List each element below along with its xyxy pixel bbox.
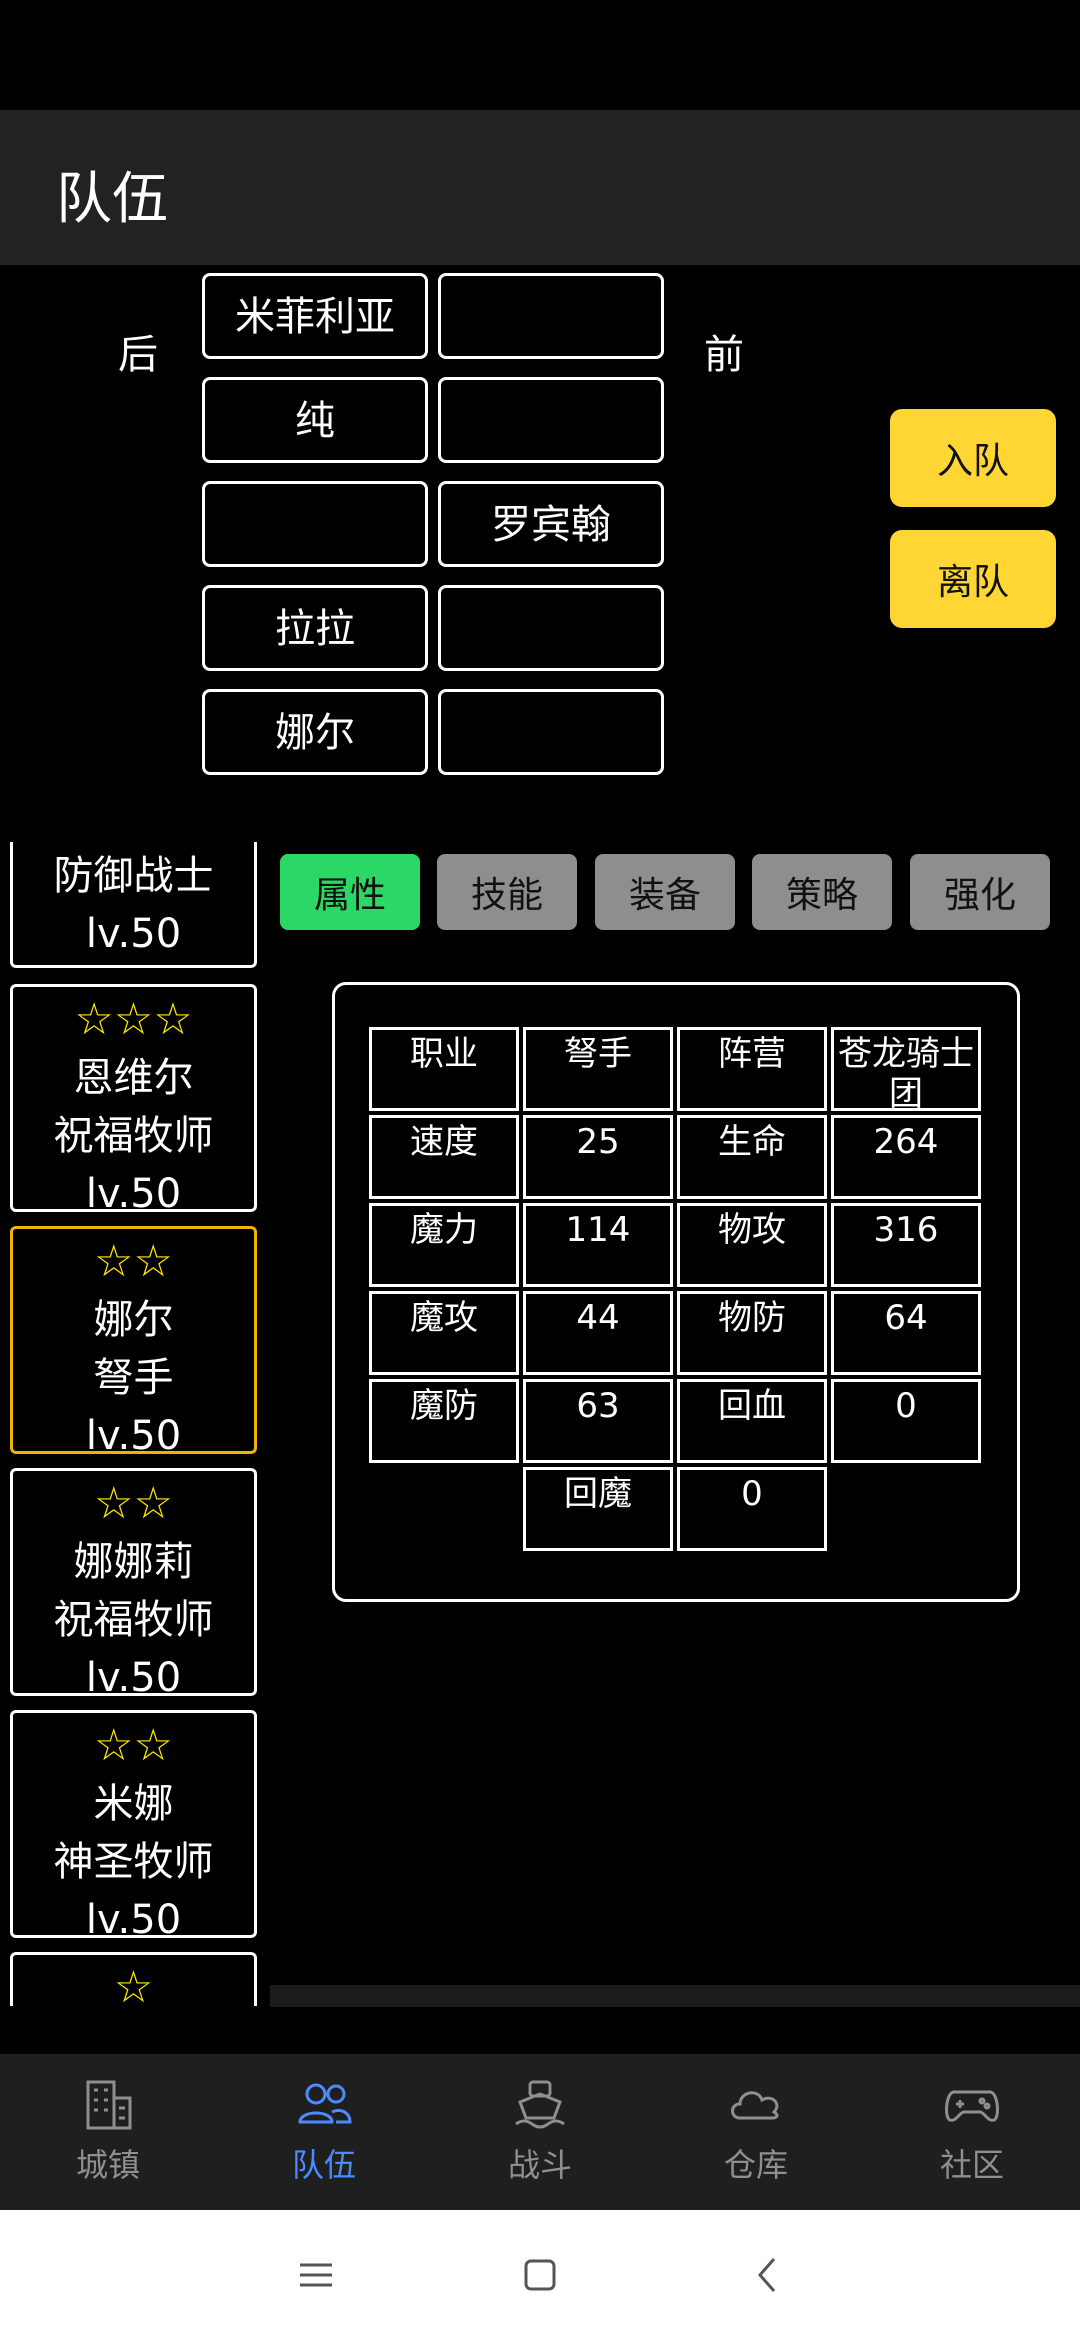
stat-value: 316: [831, 1203, 981, 1287]
stat-label: 回血: [677, 1379, 827, 1463]
page-title: 队伍: [56, 167, 168, 232]
back-row-label: 后: [118, 332, 158, 378]
roster-level: lv.50: [85, 1171, 182, 1217]
building-icon: [86, 2080, 132, 2130]
tab-equipment[interactable]: 装备: [595, 854, 735, 930]
stat-label: 速度: [369, 1115, 519, 1199]
tab-strategy[interactable]: 策略: [752, 854, 892, 930]
stat-value: 114: [523, 1203, 673, 1287]
nav-label: 仓库: [723, 2146, 788, 2184]
status-bar: [0, 0, 1080, 110]
tab-attributes[interactable]: 属性: [280, 854, 420, 930]
slot-back-4[interactable]: 拉拉: [202, 585, 428, 671]
nav-item-warehouse[interactable]: 仓库: [676, 2072, 836, 2192]
stat-value: 264: [831, 1115, 981, 1199]
nav-item-community[interactable]: 社区: [892, 2072, 1052, 2192]
back-chevron-icon[interactable]: [738, 2245, 798, 2305]
stat-label: 物防: [677, 1291, 827, 1375]
app-bar: 队伍: [0, 110, 1080, 265]
slot-back-3[interactable]: [202, 481, 428, 567]
star-rating: ☆☆: [94, 1478, 173, 1529]
roster-level: lv.50: [85, 1413, 182, 1459]
stat-value: 弩手: [523, 1027, 673, 1111]
stat-label: 回魔: [523, 1467, 673, 1551]
stats-panel: 职业 弩手 阵营 苍龙骑士团 速度 25 生命 264 魔力 114 物攻 31…: [332, 982, 1020, 1602]
team-icon: [298, 2083, 352, 2124]
star-rating: ☆☆: [94, 1720, 173, 1771]
slot-front-4[interactable]: [438, 585, 664, 671]
stat-label: 物攻: [677, 1203, 827, 1287]
stat-label: 魔防: [369, 1379, 519, 1463]
roster-name: 娜尔: [93, 1297, 174, 1343]
star-rating: ☆☆: [94, 1236, 173, 1287]
ship-icon: [515, 2080, 565, 2129]
roster-name: 恩维尔: [73, 1055, 194, 1101]
stat-label: 职业: [369, 1027, 519, 1111]
system-nav-bar: [0, 2210, 1080, 2340]
star-rating: ☆: [113, 1962, 154, 2006]
tab-enhance[interactable]: 强化: [910, 854, 1050, 930]
stat-value: 0: [831, 1379, 981, 1463]
stat-label: 魔力: [369, 1203, 519, 1287]
nav-item-battle[interactable]: 战斗: [460, 2072, 620, 2192]
slot-front-5[interactable]: [438, 689, 664, 775]
star-rating: ☆☆☆: [74, 994, 193, 1045]
stat-value: 44: [523, 1291, 673, 1375]
roster-class: 祝福牧师: [53, 1113, 214, 1159]
nav-label: 城镇: [75, 2146, 140, 2184]
stat-value: 0: [677, 1467, 827, 1551]
roster-card[interactable]: ☆☆☆ 恩维尔 祝福牧师 lv.50: [10, 984, 257, 1217]
tab-skills[interactable]: 技能: [437, 854, 577, 930]
slot-front-2[interactable]: [438, 377, 664, 463]
roster-card[interactable]: ☆: [10, 1952, 257, 2006]
roster-name: 米娜: [93, 1781, 174, 1827]
cloud-icon: [731, 2091, 779, 2120]
content-bottom-strip: [0, 2007, 1080, 2054]
roster-name: 娜娜莉: [73, 1539, 194, 1585]
roster-level: lv.50: [85, 1655, 182, 1701]
nav-label: 队伍: [291, 2146, 356, 2184]
roster-card[interactable]: 防御战士 lv.50: [10, 842, 257, 968]
roster-class: 防御战士: [53, 853, 214, 899]
join-team-button[interactable]: 入队: [890, 409, 1056, 507]
nav-item-town[interactable]: 城镇: [28, 2072, 188, 2192]
menu-icon[interactable]: [286, 2245, 346, 2305]
nav-item-team[interactable]: 队伍: [244, 2072, 404, 2192]
home-square-icon[interactable]: [510, 2245, 570, 2305]
nav-label: 战斗: [507, 2146, 572, 2184]
front-row-label: 前: [704, 332, 744, 378]
slot-front-3[interactable]: 罗宾翰: [438, 481, 664, 567]
stat-label: 魔攻: [369, 1291, 519, 1375]
roster-card[interactable]: ☆☆ 米娜 神圣牧师 lv.50: [10, 1710, 257, 1943]
roster-class: 神圣牧师: [53, 1839, 214, 1885]
roster-level: lv.50: [85, 911, 182, 957]
formation-grid: 后 前 米菲利亚 纯 罗宾翰 拉拉 娜尔 入队 离队: [0, 265, 1080, 840]
slot-front-1[interactable]: [438, 273, 664, 359]
stat-label: 阵营: [677, 1027, 827, 1111]
horizontal-scrollbar[interactable]: [270, 1985, 1080, 2007]
character-detail: 属性 技能 装备 策略 强化 职业 弩手 阵营 苍龙骑士团 速度 25 生命 2…: [270, 842, 1080, 1987]
slot-back-2[interactable]: 纯: [202, 377, 428, 463]
roster-class: 祝福牧师: [53, 1597, 214, 1643]
slot-back-5[interactable]: 娜尔: [202, 689, 428, 775]
leave-team-button[interactable]: 离队: [890, 530, 1056, 628]
stat-value: 苍龙骑士团: [831, 1027, 981, 1111]
roster-card-selected[interactable]: ☆☆ 娜尔 弩手 lv.50: [10, 1226, 257, 1459]
stat-label: 生命: [677, 1115, 827, 1199]
nav-label: 社区: [939, 2146, 1004, 2184]
roster-class: 弩手: [93, 1355, 174, 1401]
roster-card[interactable]: ☆☆ 娜娜莉 祝福牧师 lv.50: [10, 1468, 257, 1701]
stat-value: 63: [523, 1379, 673, 1463]
stats-table: 职业 弩手 阵营 苍龙骑士团 速度 25 生命 264 魔力 114 物攻 31…: [369, 1027, 989, 1567]
roster-level: lv.50: [85, 1897, 182, 1943]
roster-list[interactable]: 防御战士 lv.50 ☆☆☆ 恩维尔 祝福牧师 lv.50 ☆☆ 娜尔 弩手 l…: [0, 842, 270, 2006]
stat-value: 25: [523, 1115, 673, 1199]
gamepad-icon: [945, 2090, 999, 2122]
bottom-nav: 城镇 队伍 战斗 仓库 社区: [0, 2054, 1080, 2210]
slot-back-1[interactable]: 米菲利亚: [202, 273, 428, 359]
stat-value: 64: [831, 1291, 981, 1375]
